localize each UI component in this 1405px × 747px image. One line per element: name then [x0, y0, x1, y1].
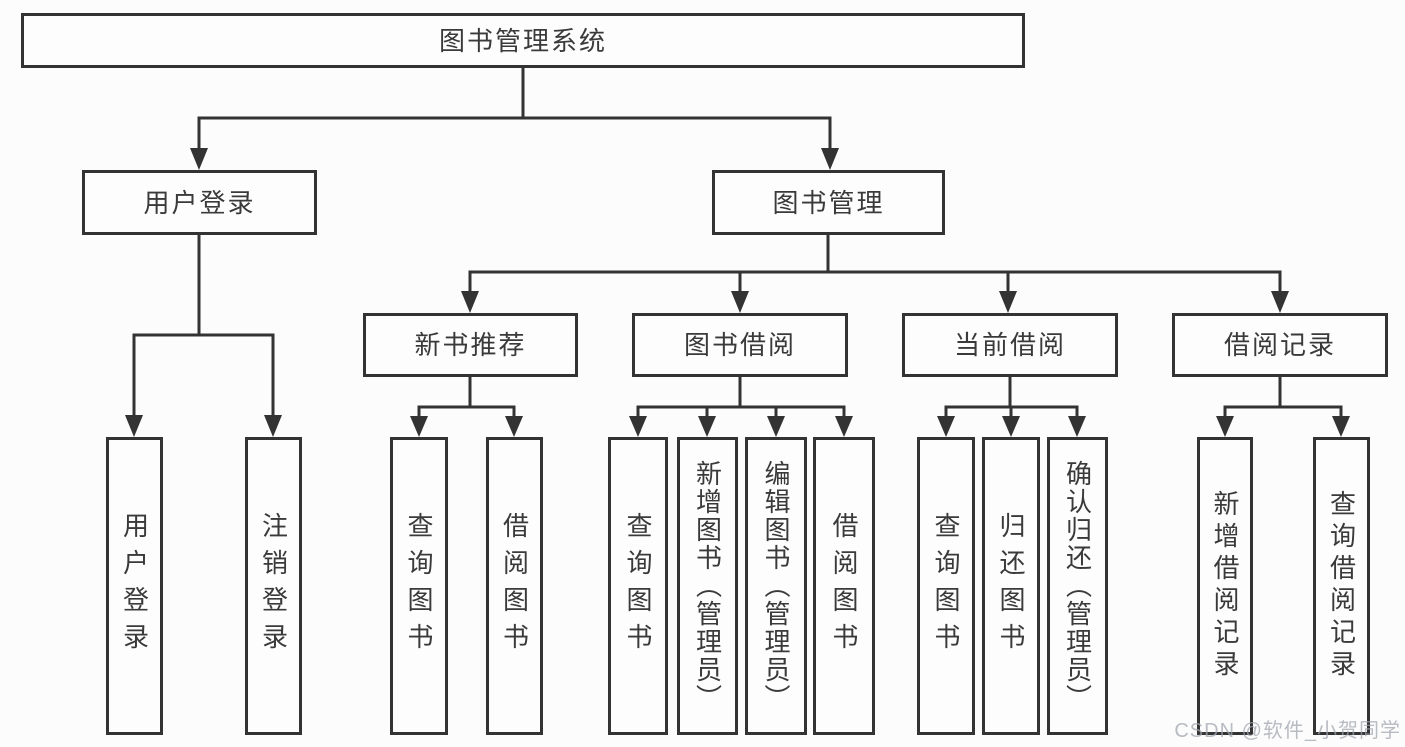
node-root: 图书管理系统 — [21, 13, 1025, 68]
node-leaf-cb-confirm-return-admin: 确认归还（管理员） — [1047, 437, 1108, 735]
node-root-label: 图书管理系统 — [438, 25, 607, 56]
node-current-borrowing-label: 当前借阅 — [953, 330, 1066, 360]
node-leaf-rec-query-books: 查询图书 — [390, 437, 448, 735]
node-leaf-cb-confirm-return-admin-label: 确认归还（管理员） — [1062, 460, 1093, 712]
node-leaf-br-add-record-label: 新增借阅记录 — [1210, 490, 1240, 682]
node-leaf-rec-borrow-books: 借阅图书 — [486, 437, 543, 735]
node-leaf-cb-query-books-label: 查询图书 — [931, 512, 961, 660]
node-leaf-user-login-label: 用户登录 — [119, 512, 150, 660]
node-borrowing-records-label: 借阅记录 — [1223, 330, 1336, 360]
node-leaf-bb-query-books: 查询图书 — [608, 437, 668, 735]
csdn-watermark: CSDN @软件_小贺同学 — [1174, 720, 1401, 742]
node-book-management: 图书管理 — [712, 170, 945, 235]
node-leaf-user-login: 用户登录 — [106, 437, 163, 735]
node-new-book-recommend-label: 新书推荐 — [414, 330, 527, 360]
node-leaf-rec-borrow-books-label: 借阅图书 — [499, 512, 530, 660]
node-leaf-bb-edit-books-admin-label: 编辑图书（管理员） — [761, 460, 791, 712]
node-leaf-logout: 注销登录 — [245, 437, 302, 735]
node-leaf-bb-edit-books-admin: 编辑图书（管理员） — [745, 437, 807, 735]
node-leaf-cb-return-books: 归还图书 — [982, 437, 1040, 735]
node-book-borrowing-label: 图书借阅 — [683, 330, 796, 360]
node-leaf-logout-label: 注销登录 — [258, 512, 289, 660]
node-user-login-label: 用户登录 — [143, 187, 256, 218]
node-leaf-rec-query-books-label: 查询图书 — [404, 512, 434, 660]
node-current-borrowing: 当前借阅 — [902, 313, 1118, 377]
node-book-management-label: 图书管理 — [772, 187, 885, 218]
node-borrowing-records: 借阅记录 — [1172, 313, 1388, 377]
node-leaf-br-query-record: 查询借阅记录 — [1313, 437, 1370, 735]
node-user-login: 用户登录 — [82, 170, 317, 235]
node-leaf-bb-add-books-admin-label: 新增图书（管理员） — [692, 460, 723, 712]
node-book-borrowing: 图书借阅 — [632, 313, 848, 377]
node-leaf-cb-query-books: 查询图书 — [917, 437, 975, 735]
node-leaf-cb-return-books-label: 归还图书 — [996, 512, 1026, 660]
node-leaf-bb-query-books-label: 查询图书 — [623, 512, 653, 660]
node-leaf-bb-borrow-books: 借阅图书 — [813, 437, 875, 735]
node-new-book-recommend: 新书推荐 — [363, 313, 578, 377]
node-leaf-br-query-record-label: 查询借阅记录 — [1326, 490, 1357, 682]
node-leaf-bb-add-books-admin: 新增图书（管理员） — [677, 437, 738, 735]
node-leaf-bb-borrow-books-label: 借阅图书 — [829, 512, 859, 660]
node-leaf-br-add-record: 新增借阅记录 — [1197, 437, 1253, 735]
